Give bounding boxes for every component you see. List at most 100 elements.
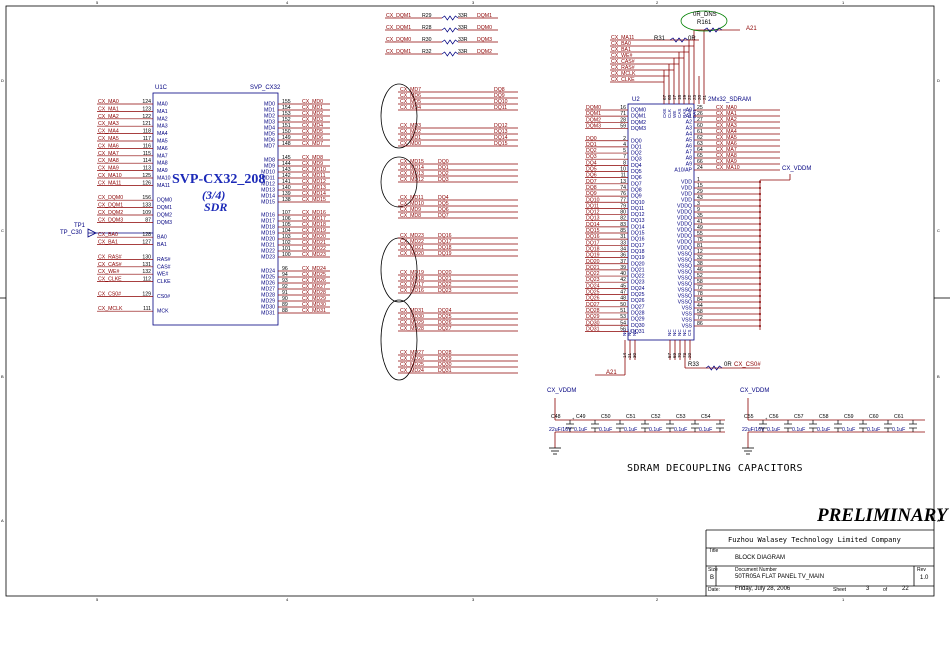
md-map-to: DQ22 <box>438 282 452 288</box>
u2-right-net: CX_MA4 <box>716 129 737 135</box>
md-map-to: DQ25 <box>438 314 452 320</box>
dqm-resistor-ref: R28 <box>422 25 432 31</box>
junction-dot <box>759 247 761 249</box>
u1c-pin-number: 89 <box>282 302 288 308</box>
dqm-resistor-ref: R32 <box>422 49 432 55</box>
u2-right-pin-number: 66 <box>697 159 703 165</box>
u2-bottom-pin-name: NC <box>677 329 682 336</box>
bank1-cap-value: 0.1uF <box>574 427 587 433</box>
u2-right-pin-name: VSS <box>682 324 693 330</box>
dqm-resistor-value: 33R <box>458 37 468 43</box>
bank1-cap-value: 0.1uF <box>699 427 712 433</box>
u1c-pin-number: 126 <box>142 180 151 186</box>
u2-left-net: DQ22 <box>586 271 600 277</box>
u1c-net-label: CX_MD4 <box>302 123 323 129</box>
u2-right-pin-name: VDD <box>681 198 692 204</box>
md-map-to: DQ3 <box>438 177 449 183</box>
u2-left-net: DQ28 <box>586 308 600 314</box>
md-map-from: CX_MD22 <box>400 239 424 245</box>
u1c-net-label: CX_MA9 <box>98 166 119 172</box>
u1c-pin-name: MD9 <box>264 164 275 170</box>
md-map-to: DQ30 <box>438 362 452 368</box>
u1c-net-label: CX_MD12 <box>302 179 326 185</box>
u2-right-pin-name: A2 <box>686 120 692 126</box>
u1c-net-label: CX_DQM2 <box>98 210 123 216</box>
u2-left-net: DQ17 <box>586 240 600 246</box>
dqm-from-net: CX_DQM1 <box>386 25 411 31</box>
u1c-pin-number: 145 <box>282 155 291 161</box>
u1c-net-label: CX_MA5 <box>98 136 119 142</box>
u1c-pin-name: MD30 <box>261 305 275 311</box>
bank2-cap-ref: C59 <box>844 414 854 420</box>
u2-right-pin-name: VDD <box>681 180 692 186</box>
u2-left-net: DQ20 <box>586 259 600 265</box>
u2-left-pin-name: DQ3 <box>631 157 642 163</box>
border-zone-bottom: 1 <box>842 597 845 602</box>
u2-left-net: DQ27 <box>586 302 600 308</box>
junction-dot <box>759 193 761 195</box>
tp1-ref: TP1 <box>74 223 86 229</box>
u2-left-pin-number: 77 <box>620 197 626 203</box>
bank2-cap-ref: C60 <box>869 414 879 420</box>
u1c-pin-number: 88 <box>282 308 288 314</box>
u1c-pin-name: MD10 <box>261 170 275 176</box>
u1c-pin-number: 114 <box>143 158 151 164</box>
u2-left-net: DQ3 <box>586 154 597 160</box>
u2-bottom-pin-name: NC <box>632 329 637 336</box>
md-map-from: CX_MD31 <box>400 308 424 314</box>
md-map-from: CX_MD8 <box>400 213 421 219</box>
r33-ref: R33 <box>688 362 700 368</box>
u2-right-pin-name: VDDQ <box>677 204 692 210</box>
u2-left-pin-name: DQ24 <box>631 286 645 292</box>
md-map-to: DQ10 <box>494 99 508 105</box>
u2-left-pin-number: 42 <box>620 277 626 283</box>
u1c-net-label: CX_CLKE <box>98 277 122 283</box>
vddm-label-u2: CX_VDDM <box>782 166 812 172</box>
bank2-cap-ref: C58 <box>819 414 829 420</box>
r31-value: 0R <box>688 36 696 42</box>
u1c-title: SVP-CX32_208 <box>172 172 266 187</box>
u1c-pin-number: 127 <box>142 240 151 246</box>
u2-right-pin-name: VSSQ <box>678 282 692 288</box>
border-zone-left: B <box>1 374 4 379</box>
u2-right-pin-name: A0 <box>686 108 692 114</box>
u1c-pin-name: MD21 <box>261 243 275 249</box>
u2-right-net: CX_MA0 <box>716 105 737 111</box>
company-name: Fuzhou Walasey Technology Limited Compan… <box>728 536 901 544</box>
u2-left-net: DQ31 <box>586 326 600 332</box>
u2-left-pin-name: DQ0 <box>631 138 642 144</box>
dqm-to-net: DQM2 <box>477 49 492 55</box>
u2-left-pin-number: 40 <box>620 271 626 277</box>
md-map-from: CX_MD0 <box>400 141 421 147</box>
u1c-net-label: CX_MD21 <box>302 240 326 246</box>
md-map-from: CX_MD11 <box>400 195 424 201</box>
u1c-pin-number: 109 <box>142 210 151 216</box>
u1c-pin-number: 141 <box>282 179 291 185</box>
u1c-pin-name: MA5 <box>157 139 168 145</box>
u2-right-net: CX_MA3 <box>716 123 737 129</box>
r33-net: CX_CS0# <box>734 362 761 368</box>
u1c-net-label: CX_DQM3 <box>98 217 123 223</box>
dqm-resistor-ref: R29 <box>422 13 432 19</box>
u2-right-pin-number: 35 <box>697 213 703 219</box>
u1c-net-label: CX_MD19 <box>302 228 326 234</box>
u2-right-pin-name: A1 <box>686 114 692 120</box>
u1c-pin-name: CS0# <box>157 294 170 300</box>
u2-left-pin-name: DQ18 <box>631 249 645 255</box>
u1c-chip-body <box>152 92 279 326</box>
u1c-pin-name: MA0 <box>157 102 168 108</box>
md-map-to: DQ31 <box>438 368 452 374</box>
junction-dot <box>759 283 761 285</box>
junction-dot <box>759 295 761 297</box>
u2-left-pin-number: 56 <box>620 326 626 332</box>
u1c-pin-number: 103 <box>282 234 291 240</box>
u2-bottom-pin-name: NC <box>622 329 627 336</box>
u2-right-pin-name: VDDQ <box>677 240 692 246</box>
rev-caption: Rev <box>917 567 926 573</box>
u2-sdram-body <box>627 103 695 341</box>
u1c-net-label: CX_MD14 <box>302 191 326 197</box>
u2-left-net: DQM1 <box>586 111 601 117</box>
u1c-pin-number: 155 <box>282 99 291 105</box>
u2-left-pin-number: 31 <box>620 234 626 240</box>
